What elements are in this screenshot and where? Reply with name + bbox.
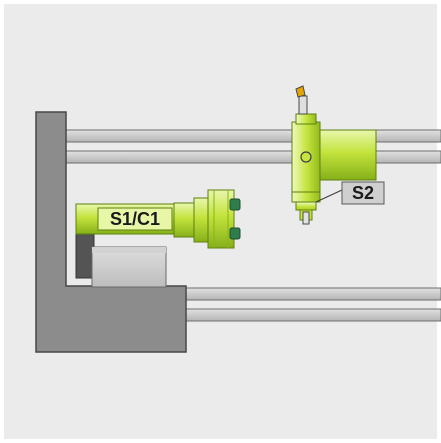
headstock-plate [75,229,95,279]
label-box-s2 [341,181,385,205]
motor-block [91,246,167,288]
secondary-spindle [295,201,317,225]
label-s2: S2 [352,183,374,203]
chuck-jaws [229,198,241,240]
label-s1c1: S1/C1 [110,209,160,229]
tool-carriage [291,113,377,203]
label-box-s1c1 [97,207,173,231]
turning-tool [295,85,308,115]
s2-leader-line [315,189,343,203]
machine-base [35,111,187,353]
